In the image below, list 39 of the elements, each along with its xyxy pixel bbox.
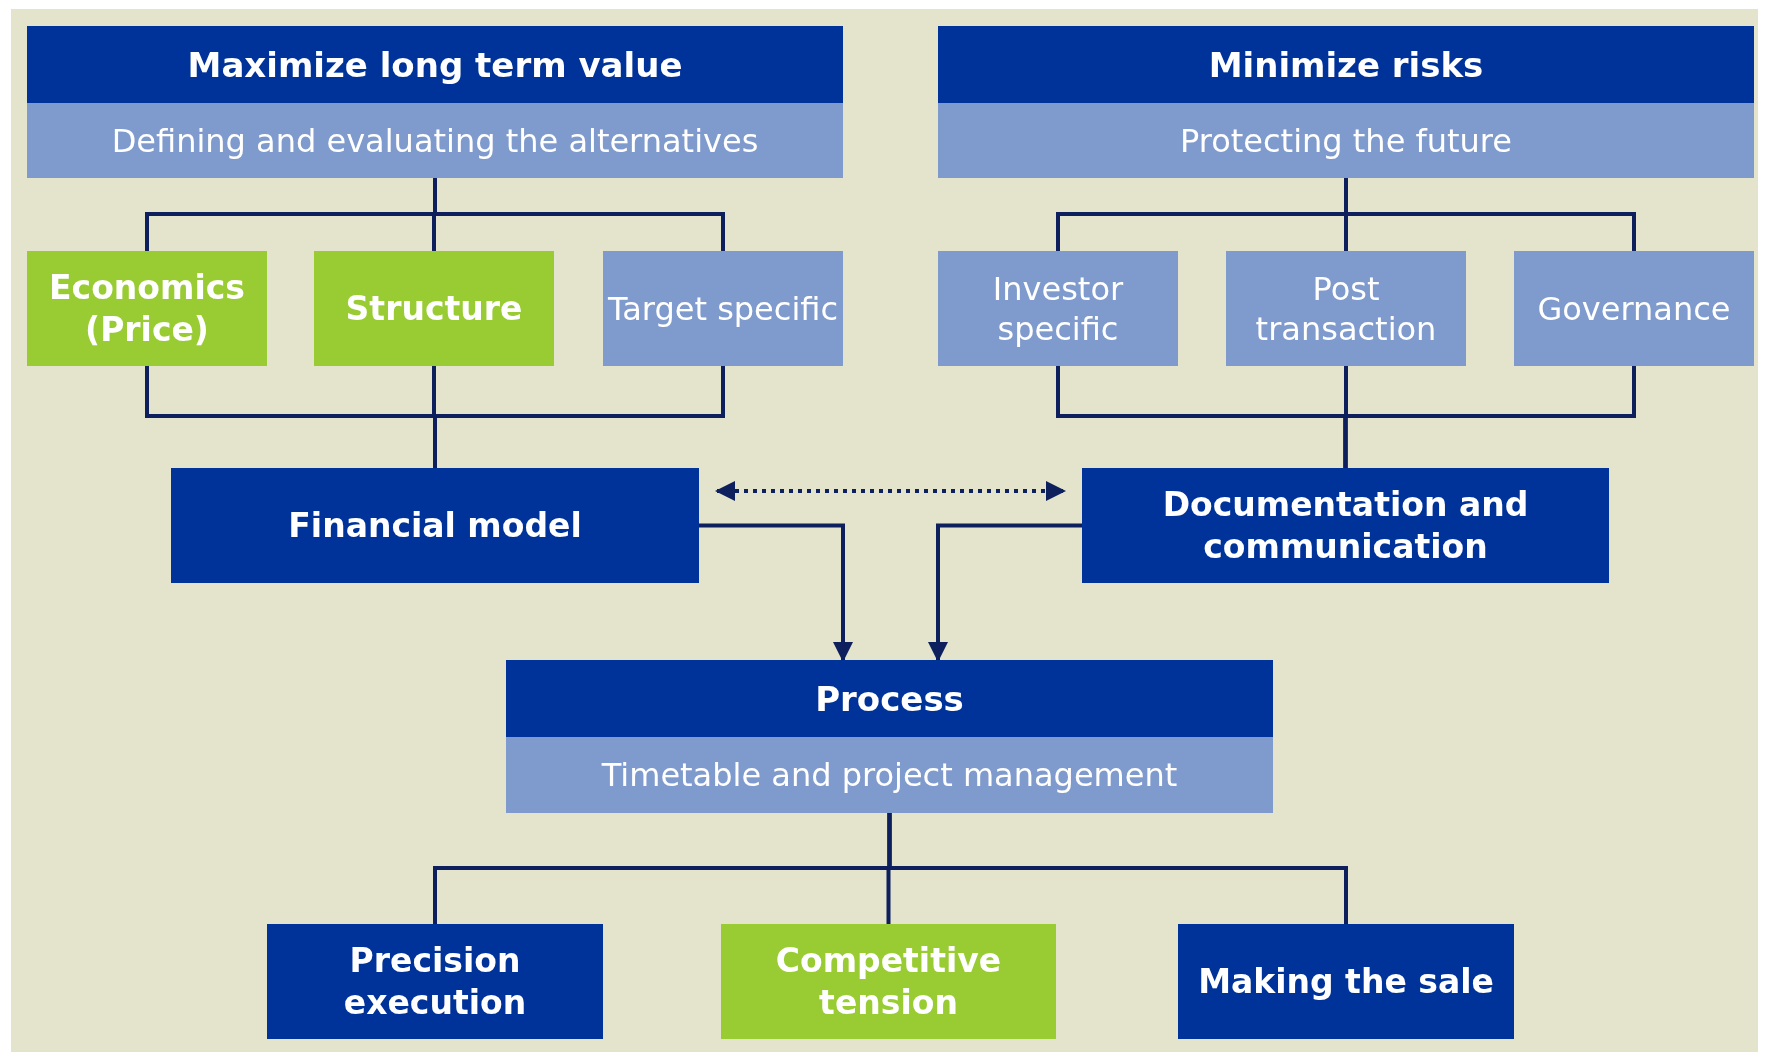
- arrow: [928, 523, 1082, 662]
- box-label: Competitive tension: [774, 940, 1003, 1023]
- connector-line: [887, 813, 1348, 924]
- highlight-box: [27, 251, 267, 366]
- connector-line: [433, 366, 725, 468]
- section-heading: Minimize risks: [1208, 47, 1484, 82]
- section-heading: Process: [815, 681, 964, 716]
- connector-line: [1344, 178, 1636, 251]
- topic-box: [603, 251, 843, 366]
- box-label: Precision execution: [342, 940, 528, 1023]
- box-label: Post transaction: [1254, 268, 1438, 349]
- section-subtitle: Defining and evaluating the alternatives: [111, 124, 759, 157]
- box-label: Target specific: [607, 288, 839, 329]
- section-card: [938, 26, 1754, 178]
- section-card: [27, 26, 843, 178]
- process-box: [171, 468, 699, 583]
- box-label: Documentation and communication: [1161, 484, 1530, 567]
- section-subtitle: Protecting the future: [1180, 124, 1512, 157]
- box-label: Financial model: [288, 504, 582, 547]
- topic-box: [1514, 251, 1754, 366]
- connector-line: [433, 178, 725, 251]
- process-box: [1178, 924, 1514, 1039]
- highlight-box: [314, 251, 554, 366]
- topic-box: [1226, 251, 1466, 366]
- highlight-box: [721, 924, 1056, 1039]
- connector-line: [1343, 366, 1636, 468]
- box-label: Structure: [345, 287, 523, 330]
- process-box: [267, 924, 603, 1039]
- section-card: [506, 660, 1273, 813]
- arrow: [715, 481, 1066, 501]
- box-label: Making the sale: [1198, 960, 1494, 1003]
- section-heading: Maximize long term value: [187, 47, 683, 82]
- arrow: [699, 523, 853, 662]
- section-subtitle: Timetable and project management: [601, 759, 1178, 791]
- topic-box: [938, 251, 1178, 366]
- box-label: Investor specific: [991, 268, 1125, 349]
- box-label: Economics (Price): [48, 267, 246, 350]
- process-box: [1082, 468, 1609, 583]
- box-label: Governance: [1537, 288, 1731, 329]
